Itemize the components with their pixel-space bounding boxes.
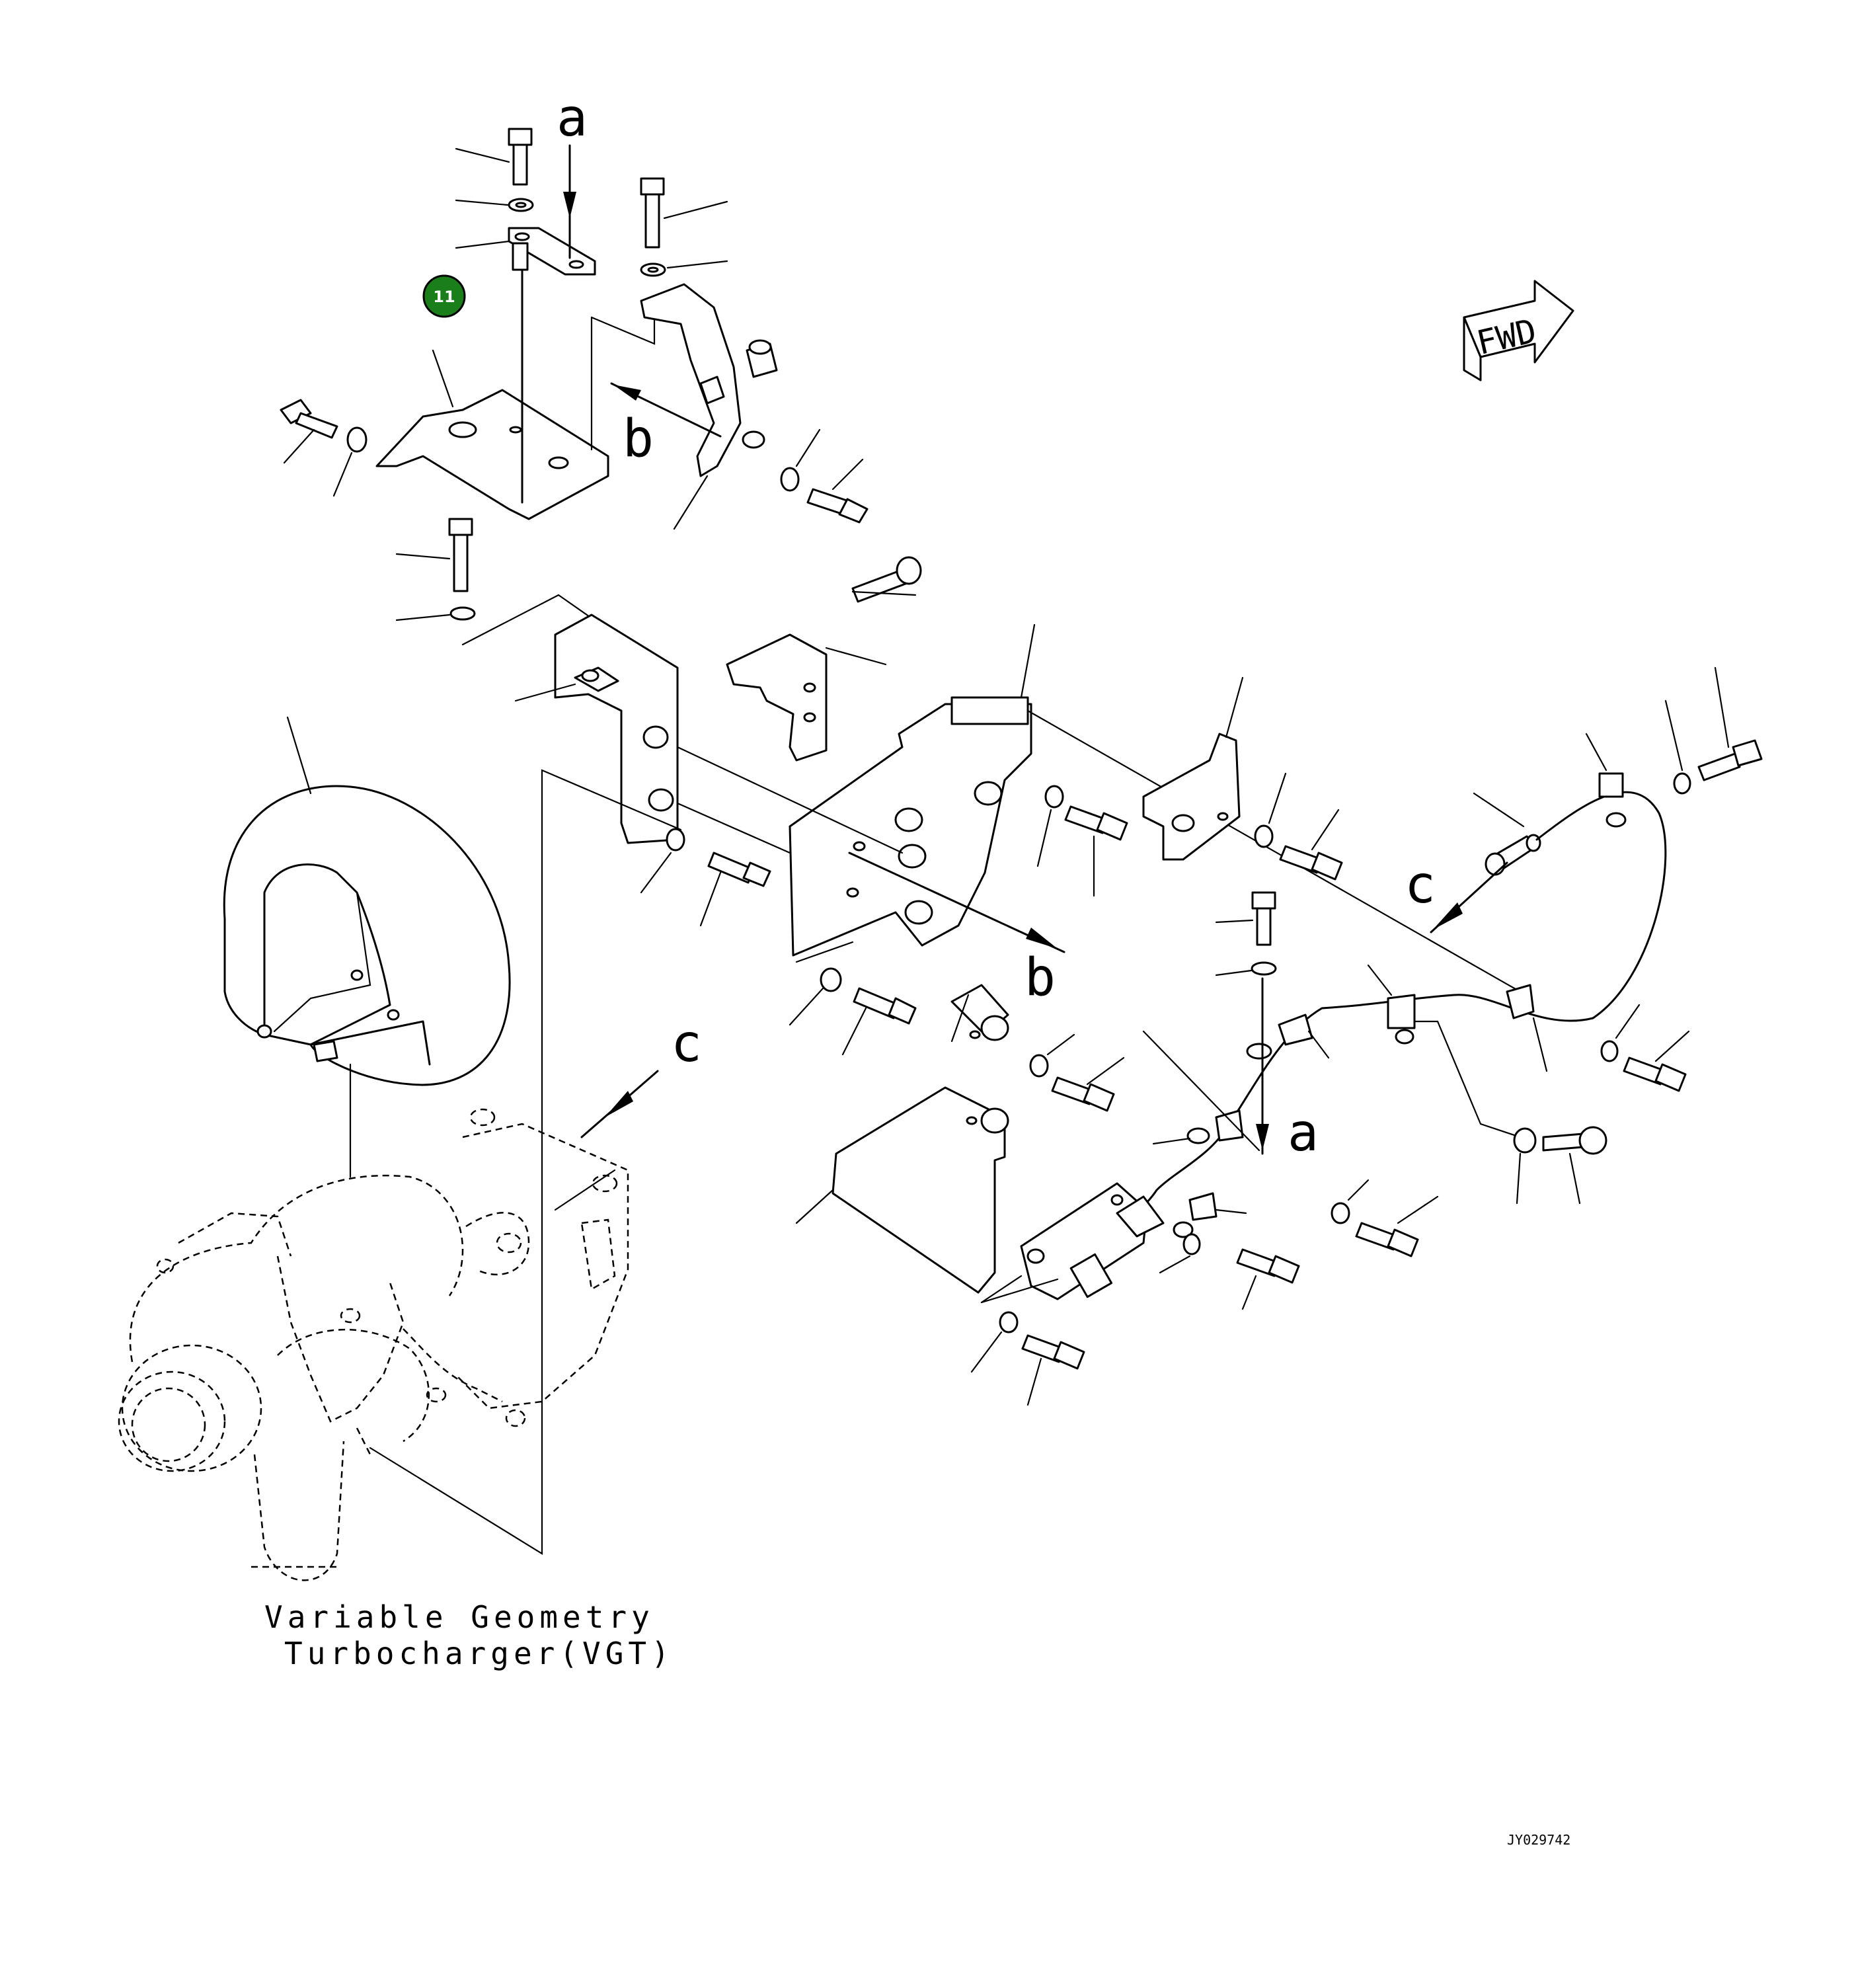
upright-bolt-right: [1215, 891, 1276, 946]
center-bolt-a: [699, 852, 771, 927]
view-c-arrow-left: c: [580, 1014, 702, 1138]
plate-bolt-bottom: [841, 987, 917, 1056]
callout-badge-11: 11: [422, 274, 466, 318]
top-plate: [455, 227, 596, 276]
right-bracket-washer: [1254, 772, 1287, 848]
bracket-left-bolt: [280, 399, 338, 464]
bracket-11: [375, 270, 609, 520]
right-small-bracket: [1142, 676, 1244, 861]
view-a-arrow-lower: a: [1256, 977, 1319, 1163]
fwd-arrow-icon: FWD: [1463, 280, 1574, 381]
caption-line-2: Turbocharger(VGT): [284, 1636, 674, 1671]
view-letter-a-top: a: [557, 89, 588, 148]
top-bolt-a: [455, 128, 533, 186]
upper-right-bracket: [640, 283, 778, 530]
heat-shield: [223, 716, 511, 1178]
view-letter-c-right: c: [1405, 855, 1436, 915]
cable-clamp-4: [1152, 1109, 1244, 1145]
plate-bolt-right: [1064, 805, 1128, 897]
plate-washer-right: [1036, 785, 1064, 867]
caption-line-1: Variable Geometry: [264, 1599, 654, 1635]
view-letter-b-top: b: [623, 409, 654, 469]
cable-clamp-3: [1246, 1014, 1330, 1060]
view-c-arrow-right: c: [1405, 855, 1508, 934]
actuator-washer-right: [1159, 1233, 1201, 1274]
lower-bracket: [795, 984, 1009, 1294]
vgt-actuator: [980, 1182, 1165, 1304]
top-bolt-b: [640, 177, 728, 249]
upper-right-bolt: [806, 458, 869, 524]
top-washer-b: [640, 260, 728, 277]
turbocharger: [118, 1108, 629, 1581]
sensor-probe: [1473, 792, 1541, 876]
right-lower-washer-a: [1600, 1004, 1641, 1062]
right-bracket-bolt: [1279, 809, 1343, 881]
top-washer-a: [455, 198, 534, 212]
drawing-code: JY029742: [1507, 1832, 1570, 1848]
mid-washer-left: [395, 606, 476, 621]
mid-bolt-left: [395, 518, 473, 592]
callout-label: 11: [433, 288, 455, 306]
actuator-bolt-right: [1236, 1248, 1300, 1310]
upright-washer-right: [1215, 961, 1277, 976]
center-vertical-bracket: [514, 614, 679, 844]
sensor-washer: [1664, 699, 1691, 795]
actuator-bolt-far-right: [1355, 1195, 1439, 1257]
bracket-left-washer: [332, 426, 367, 497]
cable-clamp-1: [1506, 984, 1548, 1072]
view-a-arrow-top: a: [557, 89, 588, 259]
view-b-arrow-top: b: [610, 382, 722, 469]
cable-clamp-5: [1173, 1192, 1247, 1238]
center-washer-a: [640, 828, 685, 894]
plate-washer-bottom: [789, 967, 842, 1026]
side-bracket: [726, 633, 887, 762]
lower-bracket-washer: [1029, 1033, 1075, 1078]
upper-right-washer: [780, 428, 821, 492]
actuator-washer-far-right: [1331, 1179, 1370, 1224]
actuator-bolt-left: [1021, 1334, 1085, 1406]
lower-bracket-bolt: [1051, 1056, 1125, 1112]
right-lower-washer-b: [1513, 1127, 1537, 1205]
right-lower-bolt-b: [1542, 1126, 1607, 1205]
right-lower-bolt-a: [1623, 1030, 1690, 1092]
center-plate: [789, 623, 1036, 957]
view-letter-a-lower: a: [1288, 1103, 1319, 1163]
small-bolt-center: [851, 556, 922, 603]
sensor-bolt: [1697, 666, 1763, 781]
actuator-washer-left: [970, 1311, 1019, 1373]
view-letter-c-left: c: [671, 1014, 702, 1074]
view-b-arrow-center: b: [848, 852, 1065, 1008]
cable-clamp-2: [1367, 964, 1522, 1138]
view-letter-b-center: b: [1025, 948, 1056, 1008]
